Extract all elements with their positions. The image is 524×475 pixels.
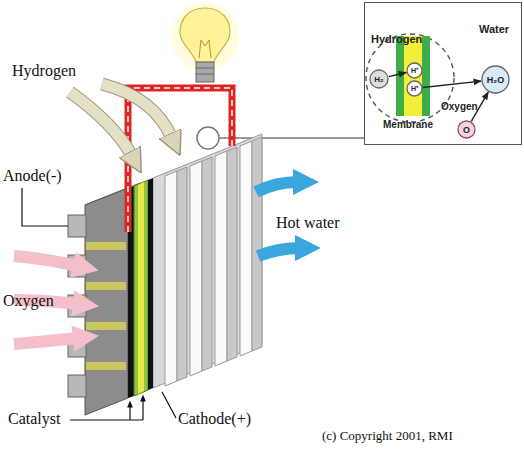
- membrane-green: [422, 36, 430, 116]
- oxygen-atom: O: [457, 120, 476, 139]
- membrane-layer: [134, 180, 148, 396]
- anode-fins: [86, 282, 126, 290]
- cathode-fins: [177, 167, 187, 381]
- inset-background: [364, 2, 522, 145]
- bulb-filament: [199, 40, 211, 58]
- bulb-thread: [196, 74, 214, 75]
- molecule-symbol: O: [457, 120, 476, 139]
- hydrogen-arrows: [70, 92, 132, 156]
- oxygen-arrows: [14, 338, 78, 344]
- part-label: Catalyst: [8, 410, 60, 428]
- cathode-fins: [227, 147, 237, 361]
- molecule-symbol: H⁺: [406, 80, 423, 97]
- hydrogen-arrows: [102, 84, 172, 138]
- leader-lines: [162, 392, 176, 418]
- hydrogen-arrows: [102, 84, 172, 138]
- circle-shape: [407, 63, 422, 78]
- membrane-green: [396, 36, 404, 116]
- cathode-fins: [165, 137, 262, 386]
- anode-fins: [86, 242, 126, 250]
- circle-shape: [370, 70, 388, 88]
- cathode-back-plate: [153, 134, 262, 388]
- inset-label: Oxygen: [441, 101, 478, 112]
- anode-fins: [86, 322, 126, 330]
- part-label: Oxygen: [3, 292, 54, 310]
- part-label: Anode(-): [3, 167, 62, 185]
- molecule-symbol: H⁺: [406, 62, 423, 79]
- leader-lines: [70, 419, 143, 420]
- bulb-glow: [171, 2, 239, 70]
- zoom-leader: [219, 137, 364, 138]
- zoom-marker: [197, 127, 219, 149]
- leader-lines: [129, 404, 130, 420]
- flow-arrow: [389, 72, 407, 76]
- anode-fins: [68, 375, 86, 397]
- membrane-core: [138, 182, 144, 394]
- cathode-fins: [190, 161, 202, 376]
- cathode-fins: [202, 157, 212, 371]
- molecule-symbol: H₂: [369, 69, 389, 89]
- cathode-fins: [252, 137, 262, 351]
- leader-lines: [142, 398, 143, 420]
- inset-label: Water: [479, 23, 509, 35]
- light-bulb: [171, 2, 239, 82]
- part-label: Cathode(+): [178, 410, 251, 428]
- zoom-circle: [366, 34, 454, 122]
- bulb-base: [196, 62, 214, 82]
- hydrogen-arrows: [70, 84, 172, 156]
- anode-fins: [68, 215, 86, 237]
- bulb-glass: [180, 8, 230, 62]
- proton: H⁺: [406, 80, 423, 97]
- inset-box: Hydrogen WaterMembrane Oxygen H₂ H⁺H⁺ H₂O O: [364, 2, 522, 145]
- proton: H⁺: [406, 62, 423, 79]
- anode-plate: [85, 188, 128, 415]
- cathode-fins: [215, 151, 227, 366]
- oxygen-arrows: [14, 256, 78, 266]
- inset-label: Hydrogen: [371, 33, 422, 45]
- flow-arrow: [471, 92, 488, 121]
- hot-water-arrows: [258, 248, 300, 256]
- water-molecule: H₂O: [481, 65, 510, 94]
- inset-art: [364, 2, 522, 145]
- hot-water-arrows: [256, 182, 298, 192]
- flow-arrow: [423, 81, 481, 87]
- membrane-yellow: [404, 36, 422, 116]
- bulb-thread: [196, 68, 214, 69]
- cathode-fins: [165, 171, 177, 386]
- cathode-fins: [240, 141, 252, 356]
- part-label: Hot water: [276, 214, 340, 232]
- circle-shape: [407, 81, 422, 96]
- part-label: Hydrogen: [12, 62, 76, 80]
- catalyst-layer: [148, 178, 153, 390]
- cell-stack: [68, 134, 262, 415]
- anode-fins: [86, 362, 126, 370]
- circle-shape: [482, 66, 509, 93]
- circle-shape: [458, 121, 475, 138]
- part-label: (c) Copyright 2001, RMI: [322, 428, 453, 444]
- hydrogen-arrows: [70, 92, 132, 156]
- hydrogen-molecule: H₂: [369, 69, 389, 89]
- inset-label: Membrane: [383, 119, 433, 130]
- leader-lines: [22, 188, 68, 226]
- molecule-symbol: H₂O: [481, 65, 510, 94]
